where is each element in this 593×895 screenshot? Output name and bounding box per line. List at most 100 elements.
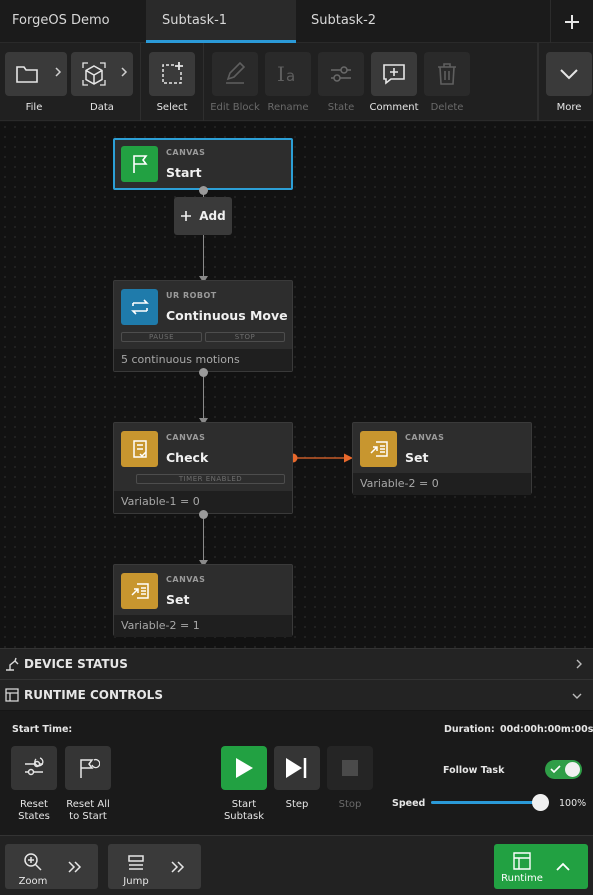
cube-icon xyxy=(82,62,106,86)
step-label: Step xyxy=(285,799,309,810)
zoom-label: Zoom xyxy=(18,876,48,887)
reset-all-button[interactable] xyxy=(65,746,111,790)
step-button[interactable] xyxy=(274,746,320,790)
edit-block-button[interactable] xyxy=(212,52,258,96)
tab-label: ForgeOS Demo xyxy=(12,13,110,28)
tab-bar: ForgeOS Demo Subtask-1 Subtask-2 xyxy=(0,0,593,43)
step-forward-icon xyxy=(286,758,307,778)
node-start[interactable]: CANVAS Start xyxy=(113,138,293,190)
node-category: CANVAS xyxy=(166,575,206,584)
reset-states-button[interactable] xyxy=(11,746,57,790)
workflow-canvas[interactable]: CANVAS Start Add UR ROBOT Continuous Mov… xyxy=(0,122,593,648)
svg-text:I: I xyxy=(277,62,285,86)
node-category: CANVAS xyxy=(166,433,206,442)
device-status-header[interactable]: DEVICE STATUS xyxy=(0,648,593,679)
node-set[interactable]: CANVAS Set Variable-2 = 1 xyxy=(113,564,293,637)
state-button[interactable] xyxy=(318,52,364,96)
duration-value: 00d:00h:00m:00s xyxy=(500,724,593,735)
runtime-button[interactable]: Runtime xyxy=(494,844,588,889)
label-line: States xyxy=(18,811,50,822)
double-chevron-right-icon xyxy=(68,861,82,873)
chevron-up-icon xyxy=(556,862,570,871)
label-line: Start xyxy=(231,799,257,810)
node-title: Continuous Move xyxy=(166,308,288,323)
checklist-icon xyxy=(121,431,158,467)
connector-dot[interactable] xyxy=(199,368,208,377)
delete-label: Delete xyxy=(430,102,464,113)
start-subtask-button[interactable] xyxy=(221,746,267,790)
comment-add-icon xyxy=(383,64,405,85)
toggle-knob xyxy=(565,762,580,777)
chevron-down-icon xyxy=(572,693,582,699)
trash-icon xyxy=(438,63,456,85)
more-button[interactable] xyxy=(546,52,592,96)
toolbar-group-select: Select xyxy=(141,43,204,121)
set-variable-icon xyxy=(360,431,397,467)
stop-button[interactable] xyxy=(327,746,373,790)
label-line: Reset All xyxy=(66,799,110,810)
select-button[interactable] xyxy=(149,52,195,96)
more-label: More xyxy=(556,102,582,113)
jump-button[interactable]: Jump xyxy=(108,844,201,889)
node-continuous-move[interactable]: UR ROBOT Continuous Move PAUSE STOP 5 co… xyxy=(113,280,293,372)
node-footer: Variable-1 = 0 xyxy=(114,491,292,513)
section-title: DEVICE STATUS xyxy=(24,657,128,671)
chevron-down-icon xyxy=(560,69,578,80)
connector-dot[interactable] xyxy=(199,510,208,519)
connector-dot[interactable] xyxy=(199,186,208,195)
add-block-button[interactable]: Add xyxy=(174,197,232,235)
pause-pill[interactable]: PAUSE xyxy=(121,332,202,342)
node-footer: Variable-2 = 0 xyxy=(353,473,531,495)
runtime-panel-icon xyxy=(513,852,531,870)
bottom-bar: Zoom Jump Runtime xyxy=(0,835,593,895)
zoom-in-icon xyxy=(24,853,42,871)
toolbar-group-more: More xyxy=(538,43,593,121)
reset-sliders-icon xyxy=(25,757,44,776)
jump-list-icon xyxy=(128,855,144,870)
stop-pill[interactable]: STOP xyxy=(205,332,285,342)
speed-slider-fill xyxy=(431,801,541,804)
follow-task-label: Follow Task xyxy=(443,765,505,776)
comment-button[interactable] xyxy=(371,52,417,96)
speed-slider[interactable] xyxy=(431,794,549,811)
add-label: Add xyxy=(199,209,226,223)
tab-subtask-1[interactable]: Subtask-1 xyxy=(146,0,296,43)
tab-subtask-2[interactable]: Subtask-2 xyxy=(296,0,446,43)
pencil-edit-icon xyxy=(226,61,246,84)
connector-arrow-icon xyxy=(199,276,208,283)
duration-label: Duration: xyxy=(444,724,495,735)
toolbar-group-file-data: File Data xyxy=(0,43,141,121)
rename-label: Rename xyxy=(267,102,309,113)
play-icon xyxy=(236,758,253,778)
add-tab-button[interactable] xyxy=(550,0,593,43)
folder-icon xyxy=(16,66,38,83)
node-title: Set xyxy=(166,592,190,607)
branch-connector xyxy=(288,453,353,463)
data-button[interactable] xyxy=(71,52,133,96)
reset-flag-icon xyxy=(80,758,100,778)
double-chevron-right-icon xyxy=(171,861,185,873)
runtime-controls-header[interactable]: RUNTIME CONTROLS xyxy=(0,679,593,710)
speed-value: 100% xyxy=(559,798,587,809)
speed-slider-handle[interactable] xyxy=(532,794,549,811)
stop-icon xyxy=(342,760,358,776)
chevron-right-icon xyxy=(121,67,128,77)
node-check[interactable]: CANVAS Check TIMER ENABLED Variable-1 = … xyxy=(113,422,293,514)
tab-forgeos-demo[interactable]: ForgeOS Demo xyxy=(0,0,146,43)
delete-button[interactable] xyxy=(424,52,470,96)
node-footer: 5 continuous motions xyxy=(114,349,292,371)
label-line: to Start xyxy=(69,811,107,822)
connector-arrow-icon xyxy=(199,560,208,567)
zoom-button[interactable]: Zoom xyxy=(5,844,98,889)
label-line: Reset xyxy=(20,799,48,810)
node-title: Start xyxy=(166,165,202,180)
file-label: File xyxy=(25,102,43,113)
file-button[interactable] xyxy=(5,52,67,96)
follow-task-toggle[interactable] xyxy=(545,760,582,779)
svg-text:a: a xyxy=(286,67,295,85)
node-set-branch[interactable]: CANVAS Set Variable-2 = 0 xyxy=(352,422,532,495)
runtime-controls-panel: Start Time: Duration: 00d:00h:00m:00s Re… xyxy=(0,711,593,835)
